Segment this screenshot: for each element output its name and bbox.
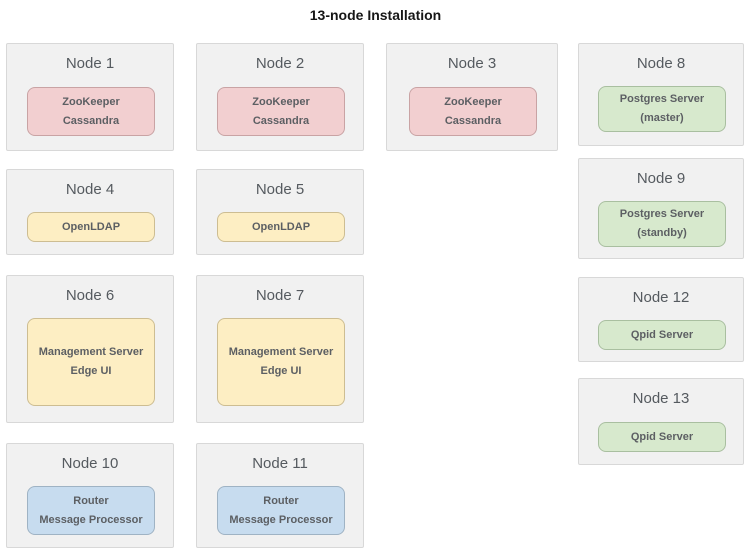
node-label: Node 7	[255, 287, 305, 304]
service-box-qpid-server[interactable]: Qpid Server	[598, 320, 726, 350]
service-line: (master)	[640, 112, 684, 124]
node-box-node-3[interactable]: Node 3 ZooKeeper Cassandra	[386, 43, 558, 151]
service-line: Message Processor	[39, 513, 143, 526]
service-box-openldap[interactable]: OpenLDAP	[27, 212, 155, 242]
node-box-node-7[interactable]: Node 7 Management Server Edge UI	[196, 275, 364, 423]
service-box-zookeeper-cassandra[interactable]: ZooKeeper Cassandra	[409, 87, 537, 136]
service-box-qpid-server[interactable]: Qpid Server	[598, 422, 726, 452]
node-label: Node 8	[636, 55, 686, 72]
service-line: Qpid Server	[630, 328, 694, 341]
node-box-node-2[interactable]: Node 2 ZooKeeper Cassandra	[196, 43, 364, 151]
node-label: Node 13	[632, 390, 690, 407]
service-box-management-server-edge-ui[interactable]: Management Server Edge UI	[27, 318, 155, 406]
node-box-node-10[interactable]: Node 10 Router Message Processor	[6, 443, 174, 548]
service-line: ZooKeeper	[252, 95, 310, 108]
service-box-zookeeper-cassandra[interactable]: ZooKeeper Cassandra	[217, 87, 345, 136]
node-label: Node 1	[65, 55, 115, 72]
service-box-openldap[interactable]: OpenLDAP	[217, 212, 345, 242]
service-box-management-server-edge-ui[interactable]: Management Server Edge UI	[217, 318, 345, 406]
service-line: Message Processor	[229, 513, 333, 526]
node-label: Node 6	[65, 287, 115, 304]
service-box-router-message-processor[interactable]: Router Message Processor	[27, 486, 155, 535]
service-line: OpenLDAP	[251, 220, 311, 233]
node-label: Node 5	[255, 181, 305, 198]
service-line: Edge UI	[260, 365, 302, 377]
service-line: ZooKeeper	[444, 95, 502, 108]
service-line: Cassandra	[62, 114, 120, 127]
service-box-zookeeper-cassandra[interactable]: ZooKeeper Cassandra	[27, 87, 155, 136]
service-line: Management Server	[228, 346, 334, 358]
service-line: Cassandra	[252, 114, 310, 127]
service-line: Edge UI	[70, 365, 112, 377]
node-box-node-12[interactable]: Node 12 Qpid Server	[578, 277, 744, 362]
node-label: Node 12	[632, 289, 690, 306]
service-box-router-message-processor[interactable]: Router Message Processor	[217, 486, 345, 535]
node-label: Node 9	[636, 170, 686, 187]
service-line: Postgres Server	[619, 208, 705, 220]
node-box-node-4[interactable]: Node 4 OpenLDAP	[6, 169, 174, 255]
node-box-node-6[interactable]: Node 6 Management Server Edge UI	[6, 275, 174, 423]
node-label: Node 2	[255, 55, 305, 72]
node-label: Node 3	[447, 55, 497, 72]
service-line: Cassandra	[444, 114, 502, 127]
service-line: (standby)	[637, 227, 687, 239]
node-label: Node 10	[61, 455, 119, 472]
service-line: Management Server	[38, 346, 144, 358]
node-label: Node 4	[65, 181, 115, 198]
node-box-node-1[interactable]: Node 1 ZooKeeper Cassandra	[6, 43, 174, 151]
node-box-node-9[interactable]: Node 9 Postgres Server (standby)	[578, 158, 744, 259]
service-box-postgres-standby[interactable]: Postgres Server (standby)	[598, 201, 726, 247]
service-line: ZooKeeper	[62, 95, 120, 108]
service-box-postgres-master[interactable]: Postgres Server (master)	[598, 86, 726, 132]
node-label: Node 11	[252, 455, 308, 472]
page-title: 13-node Installation	[309, 7, 442, 23]
service-line: Postgres Server	[619, 93, 705, 105]
service-line: OpenLDAP	[61, 220, 121, 233]
service-line: Qpid Server	[630, 430, 694, 443]
node-box-node-8[interactable]: Node 8 Postgres Server (master)	[578, 43, 744, 146]
service-line: Router	[73, 494, 109, 507]
node-box-node-13[interactable]: Node 13 Qpid Server	[578, 378, 744, 465]
node-box-node-5[interactable]: Node 5 OpenLDAP	[196, 169, 364, 255]
service-line: Router	[263, 494, 299, 507]
node-box-node-11[interactable]: Node 11 Router Message Processor	[196, 443, 364, 548]
